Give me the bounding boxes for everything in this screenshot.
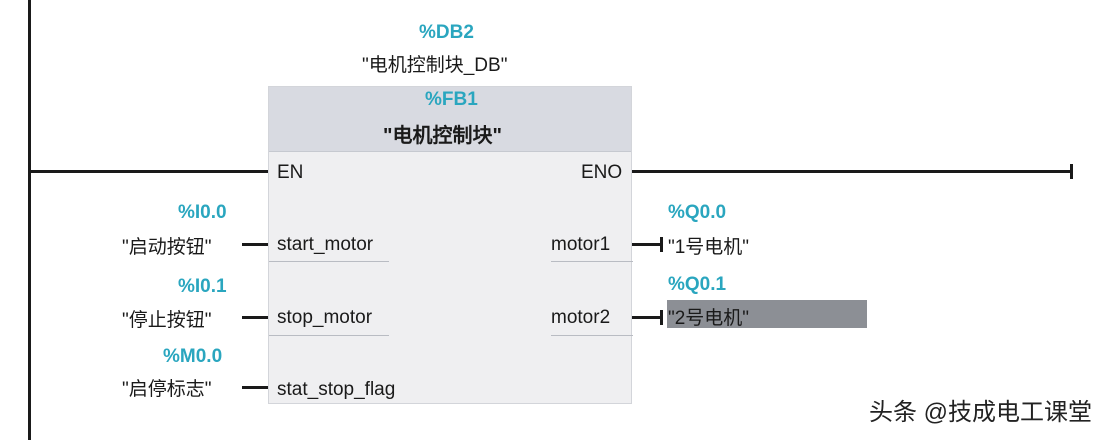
output-symbol-motor1[interactable]: "1号电机" xyxy=(668,237,750,258)
function-block-header[interactable]: %FB1 "电机控制块" xyxy=(269,87,631,152)
input-pin-underline xyxy=(269,335,389,336)
input-address-stop[interactable]: %I0.1 xyxy=(178,276,227,297)
input-connector-stop xyxy=(242,316,268,319)
input-pin-start-motor[interactable]: start_motor xyxy=(277,234,374,255)
fb-name: "电机控制块" xyxy=(383,125,502,147)
input-symbol-start[interactable]: "启动按钮" xyxy=(122,237,212,258)
output-pin-motor2[interactable]: motor2 xyxy=(551,307,611,328)
watermark-text: 头条 @技成电工课堂 xyxy=(868,399,1092,426)
input-pin-stop-motor[interactable]: stop_motor xyxy=(277,307,373,328)
output-connector-motor1-end xyxy=(660,237,663,252)
input-pin-underline xyxy=(269,261,389,262)
input-pin-stat-stop-flag[interactable]: stat_stop_flag xyxy=(277,379,396,400)
output-symbol-motor2-selection xyxy=(667,300,867,328)
input-address-start[interactable]: %I0.0 xyxy=(178,202,227,223)
output-connector-motor2 xyxy=(632,316,662,319)
output-address-motor2[interactable]: %Q0.1 xyxy=(668,274,727,295)
eno-wire xyxy=(632,170,1072,173)
output-pin-motor1[interactable]: motor1 xyxy=(551,234,611,255)
input-symbol-flag[interactable]: "启停标志" xyxy=(122,379,212,400)
power-rail xyxy=(28,0,31,440)
output-connector-motor1 xyxy=(632,243,662,246)
output-connector-motor2-end xyxy=(660,310,663,325)
output-address-motor1[interactable]: %Q0.0 xyxy=(668,202,727,223)
en-wire xyxy=(28,170,270,173)
en-pin[interactable]: EN xyxy=(277,162,304,183)
input-connector-start xyxy=(242,243,268,246)
output-symbol-motor2[interactable]: "2号电机" xyxy=(668,308,750,329)
instance-db-name[interactable]: "电机控制块_DB" xyxy=(362,55,508,76)
function-block[interactable]: %FB1 "电机控制块" EN ENO start_motor stop_mot… xyxy=(268,86,633,404)
output-pin-underline xyxy=(551,261,633,262)
input-address-flag[interactable]: %M0.0 xyxy=(163,346,223,367)
output-pin-underline xyxy=(551,335,633,336)
input-connector-flag xyxy=(242,386,268,389)
input-symbol-stop[interactable]: "停止按钮" xyxy=(122,310,212,331)
eno-wire-end xyxy=(1070,164,1073,179)
fb-address: %FB1 xyxy=(425,89,478,110)
instance-db-address[interactable]: %DB2 xyxy=(419,22,474,43)
eno-pin[interactable]: ENO xyxy=(581,162,623,183)
